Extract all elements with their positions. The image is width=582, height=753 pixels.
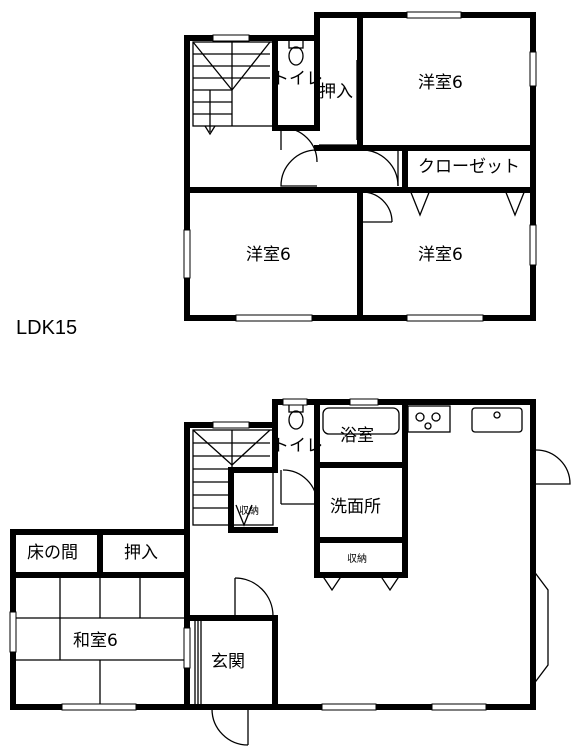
lower-stair-wall	[228, 399, 278, 533]
upper-room-se-label: 洋室6	[418, 245, 463, 265]
upper-room-wall	[357, 12, 536, 151]
lower-floor	[9, 398, 571, 746]
washitsu-label: 和室6	[73, 631, 118, 651]
tokonoma-label: 床の間	[27, 543, 78, 563]
lower-window	[212, 421, 250, 429]
ldk-label: LDK15	[16, 317, 77, 339]
upper-corridor-wall	[184, 187, 536, 321]
lower-doors	[211, 449, 571, 746]
upper-stairs	[192, 41, 274, 136]
bay-window	[532, 569, 549, 686]
upper-window	[406, 11, 462, 19]
tatami-lines	[16, 578, 184, 704]
lower-window	[61, 703, 137, 711]
stove	[407, 405, 451, 433]
upper-window	[183, 229, 191, 279]
lower-window	[282, 398, 308, 406]
lower-bath-wall	[314, 399, 408, 578]
upper-toilet-wall	[272, 35, 408, 193]
stair-storage-label: 収納	[239, 504, 259, 517]
upper-window	[529, 224, 537, 266]
upper-window	[235, 314, 313, 322]
bath-label: 浴室	[340, 426, 374, 446]
lower-window	[9, 611, 17, 653]
lower-window	[183, 627, 191, 669]
lower-window	[431, 703, 487, 711]
lower-window	[321, 703, 377, 711]
upper-floor	[183, 11, 537, 322]
sink	[471, 407, 523, 433]
lower-fixtures	[288, 403, 523, 435]
upper-window	[406, 314, 484, 322]
lower-entrance-wall	[184, 615, 278, 710]
lower-stairs	[192, 429, 274, 526]
upper-toilet-fixture	[288, 39, 304, 66]
upper-closet-label: クローゼット	[418, 157, 520, 177]
upper-oshiire-label: 押入	[319, 82, 353, 102]
upper-room-ne-label: 洋室6	[418, 73, 463, 93]
upper-room-sw-label: 洋室6	[246, 245, 291, 265]
entrance-label: 玄関	[211, 652, 245, 672]
upper-toilet-label: トイレ	[272, 69, 323, 89]
lower-toilet-label: トイレ	[272, 436, 323, 456]
upper-doors	[280, 60, 526, 223]
upper-window	[212, 34, 250, 42]
oshiire-label: 押入	[124, 543, 158, 563]
storage-label: 収納	[347, 552, 367, 565]
upper-window	[529, 51, 537, 87]
bathtub	[322, 407, 400, 435]
lower-window	[349, 398, 379, 406]
washroom-label: 洗面所	[330, 497, 381, 517]
